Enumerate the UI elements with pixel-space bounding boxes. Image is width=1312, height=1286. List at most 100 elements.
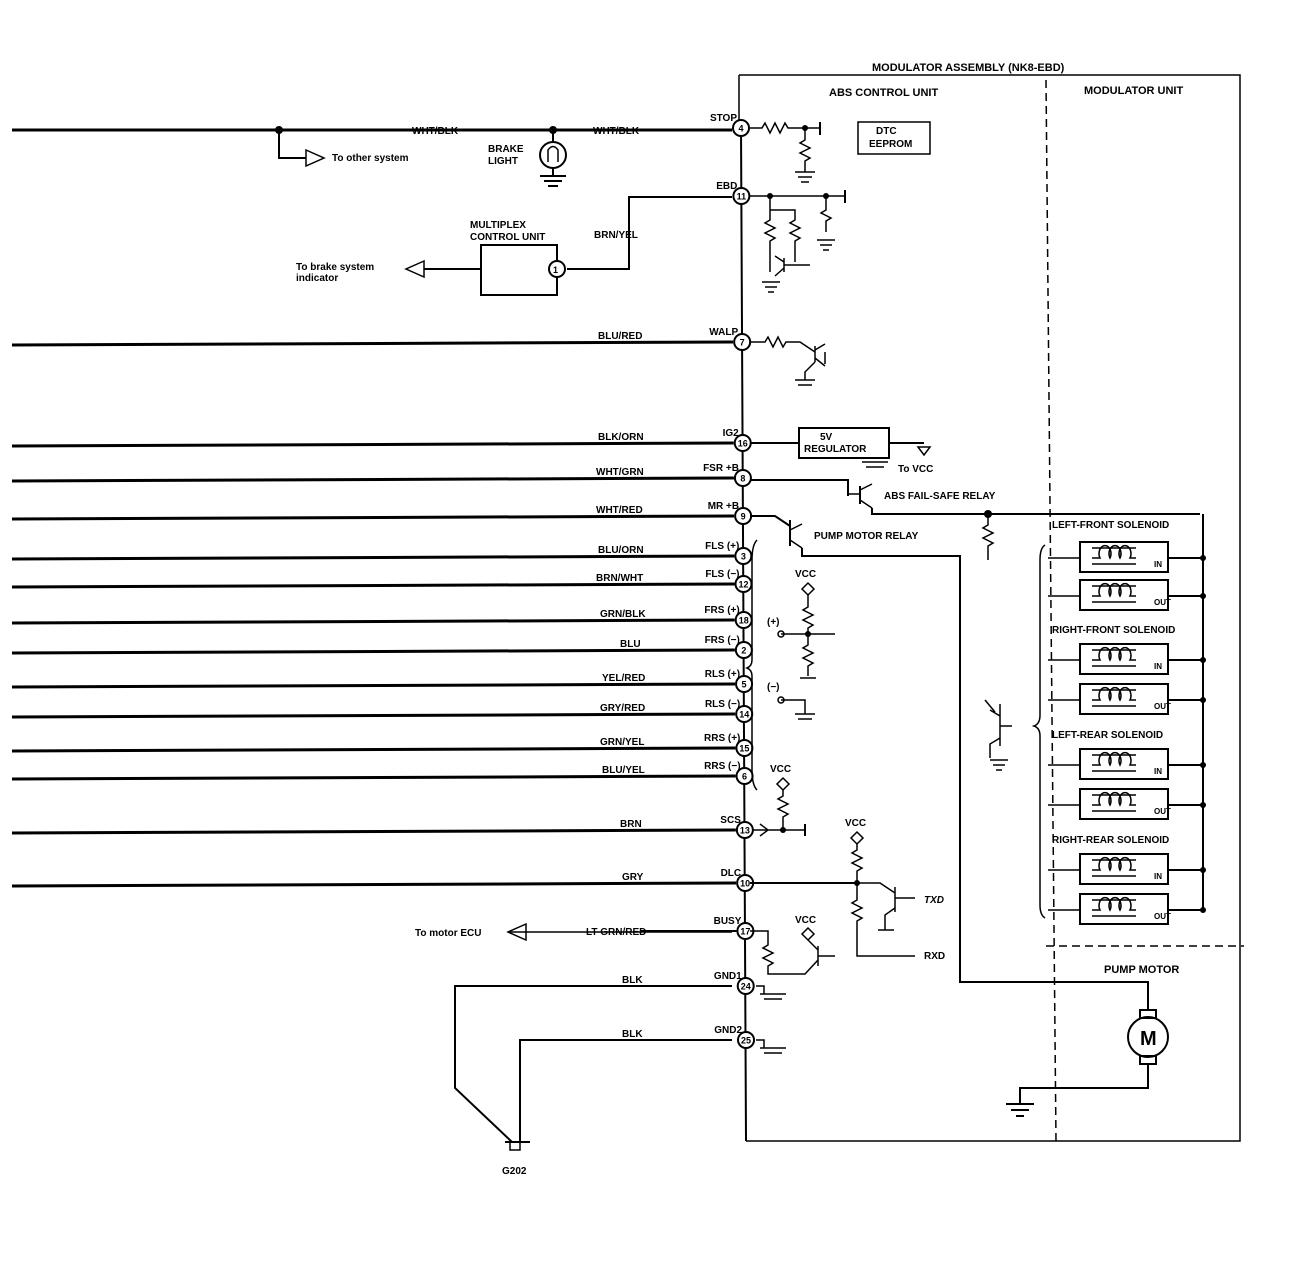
wire-color-label: BLU/RED [598, 331, 642, 342]
signal-label: STOP [710, 113, 737, 124]
pin-number: 9 [741, 512, 746, 522]
wire-color-label: BLU [620, 639, 641, 650]
mcu-pin-number: 1 [553, 265, 558, 275]
solenoid-coil: IN [1048, 643, 1206, 675]
vcc-label-4: VCC [795, 915, 816, 926]
wire-color-label: BRN/WHT [596, 573, 643, 584]
pump-motor-label: PUMP MOTOR [1104, 964, 1179, 976]
signal-label: RLS (−) [705, 699, 740, 710]
signal-label: BUSY [714, 916, 742, 927]
harness-wire [11, 554, 735, 561]
coil-label: IN [1154, 560, 1162, 569]
solenoid-coil: IN [1048, 541, 1206, 573]
coil-label: OUT [1154, 598, 1171, 607]
connector-pin [732, 119, 750, 137]
to-other-system-arrow-icon [305, 148, 326, 168]
harness-wire [11, 648, 735, 655]
regulator-label-2: REGULATOR [804, 444, 867, 455]
solenoid-name: LEFT-FRONT SOLENOID [1052, 520, 1169, 531]
brake-light-label-1: BRAKE [488, 144, 524, 155]
multiplex-control-unit-box [480, 244, 558, 296]
eeprom-label: EEPROM [869, 139, 912, 150]
harness-wire [11, 746, 736, 753]
solenoid-coil: OUT [1048, 893, 1206, 925]
solenoid-coil: OUT [1048, 579, 1206, 611]
pin-number: 14 [739, 710, 749, 720]
signal-label: FLS (+) [705, 541, 739, 552]
txd-label: TXD [924, 895, 944, 906]
regulator-label-1: 5V [820, 432, 833, 443]
pin-number: 5 [742, 680, 747, 690]
signal-label: GND2 [714, 1025, 742, 1036]
to-brake-indicator-label-1: To brake system [296, 262, 374, 273]
to-motor-ecu-label: To motor ECU [415, 928, 481, 939]
minus-label: (−) [767, 682, 780, 693]
dtc-label: DTC [876, 126, 897, 137]
harness-wire [11, 828, 736, 835]
pin-row-14: GRY/RED RLS (−)14 [11, 699, 754, 723]
pin-number: 2 [741, 646, 746, 656]
harness-wire [11, 514, 735, 521]
pump-motor: PUMP MOTOR M [1006, 964, 1179, 1117]
harness-wire [11, 340, 734, 347]
brake-light-label-2: LIGHT [488, 156, 518, 167]
wire-color-label: BLK [622, 975, 643, 986]
harness-wire [11, 774, 736, 781]
coil-label: OUT [1154, 912, 1171, 921]
pin-number: 12 [739, 580, 749, 590]
signal-label: EBD [716, 181, 737, 192]
signal-label: RRS (−) [704, 761, 740, 772]
signal-label: DLC [721, 868, 742, 879]
solenoid-name: LEFT-REAR SOLENOID [1052, 730, 1163, 741]
wire-color-label: YEL/RED [602, 673, 645, 684]
rxd-label: RXD [924, 951, 945, 962]
stop-wire-left-color: WHT/BLK [412, 126, 459, 137]
plus-label: (+) [767, 617, 780, 628]
wire-color-label: WHT/GRN [596, 467, 644, 478]
pin-number: 17 [740, 927, 750, 937]
wire-color-label: BRN [620, 819, 642, 830]
signal-label: FLS (−) [705, 569, 739, 580]
pin-number: 18 [739, 616, 749, 626]
solenoid-coil: IN [1048, 748, 1206, 780]
modulator-assembly: MODULATOR ASSEMBLY (NK8-EBD) ABS CONTROL… [738, 62, 1244, 1142]
solenoid-1: LEFT-FRONT SOLENOID IN OUT [1048, 520, 1206, 611]
ground-g202-label: G202 [502, 1166, 527, 1177]
top-section: To other system WHT/BLK WHT/BLK BRAKE LI… [12, 126, 732, 296]
pin-number: 25 [741, 1036, 751, 1046]
harness-wire [11, 682, 736, 689]
pin-row-5: YEL/RED RLS (+)5 [11, 669, 754, 693]
internal-bus-line [740, 127, 747, 1142]
signal-label: RLS (+) [705, 669, 740, 680]
pin-number: 10 [740, 879, 750, 889]
fail-safe-relay-label: ABS FAIL-SAFE RELAY [884, 491, 996, 502]
coil-label: IN [1154, 767, 1162, 776]
connector-pin [737, 1031, 756, 1049]
coil-label: OUT [1154, 702, 1171, 711]
wire-color-label: GRY/RED [600, 703, 645, 714]
abs-control-unit-label: ABS CONTROL UNIT [829, 87, 938, 99]
pin-number: 13 [740, 826, 750, 836]
coil-label: IN [1154, 872, 1162, 881]
pin-number: 16 [738, 439, 748, 449]
harness-wire [11, 582, 735, 589]
to-brake-indicator-arrow-icon [404, 259, 425, 279]
harness-wire [11, 618, 735, 625]
signal-label: RRS (+) [704, 733, 740, 744]
modulator-unit-label: MODULATOR UNIT [1084, 85, 1183, 97]
